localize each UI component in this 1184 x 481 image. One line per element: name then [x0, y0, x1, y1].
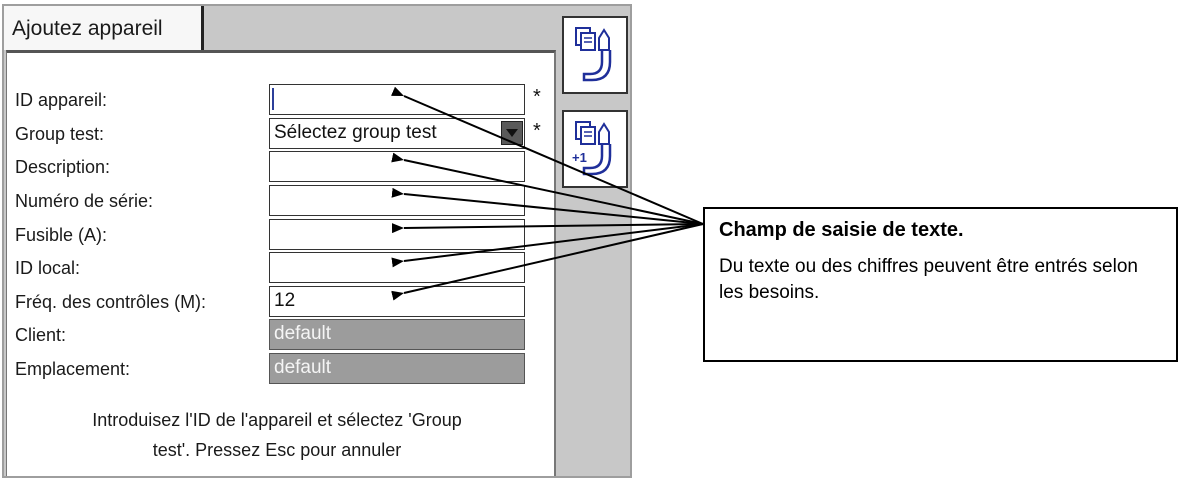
arrow-description [391, 152, 704, 225]
callout-title: Champ de saisie de texte. [719, 219, 964, 241]
text-caret [272, 88, 274, 110]
tab-label: Ajoutez appareil [12, 17, 163, 40]
copy-device-icon [575, 27, 612, 82]
id-local-input[interactable] [269, 252, 525, 283]
instruction-text: Introduisez l'ID de l'appareil et sélect… [92, 410, 462, 460]
label-numero-serie: Numéro de série: [15, 191, 154, 211]
arrow-id-local [391, 223, 704, 268]
arrow-id-appareil [391, 86, 704, 225]
client-field: default [269, 319, 525, 350]
tab-ajoutez-appareil[interactable]: Ajoutez appareil [4, 6, 204, 50]
required-marker: * [533, 86, 541, 108]
label-id-appareil: ID appareil: [15, 90, 108, 110]
callout-body: Du texte ou des chiffres peuvent être en… [719, 256, 1138, 303]
callout-box: Champ de saisie de texte. Du texte ou de… [703, 207, 1178, 362]
plus-one-badge: +1 [572, 150, 587, 165]
copy-device-increment-button[interactable]: +1 [562, 110, 628, 188]
copy-device-plus-one-icon: +1 [572, 121, 612, 176]
device-screen: Ajoutez appareil ID appareil: * Group te… [2, 4, 632, 478]
label-group-test: Group test: [15, 124, 105, 144]
copy-device-button[interactable] [562, 16, 628, 94]
arrow-numero-serie [391, 187, 704, 225]
emplacement-field: default [269, 353, 525, 384]
label-client: Client: [15, 325, 67, 345]
label-description: Description: [15, 157, 111, 177]
required-marker: * [533, 120, 541, 142]
label-fusible: Fusible (A): [15, 225, 108, 245]
label-frequence-controles: Fréq. des contrôles (M): [15, 292, 207, 312]
label-id-local: ID local: [15, 258, 81, 278]
form-panel: ID appareil: * Group test: Sélectez grou… [6, 50, 556, 476]
arrow-frequence [391, 223, 704, 301]
label-emplacement: Emplacement: [15, 359, 131, 379]
arrow-fusible [391, 223, 704, 234]
